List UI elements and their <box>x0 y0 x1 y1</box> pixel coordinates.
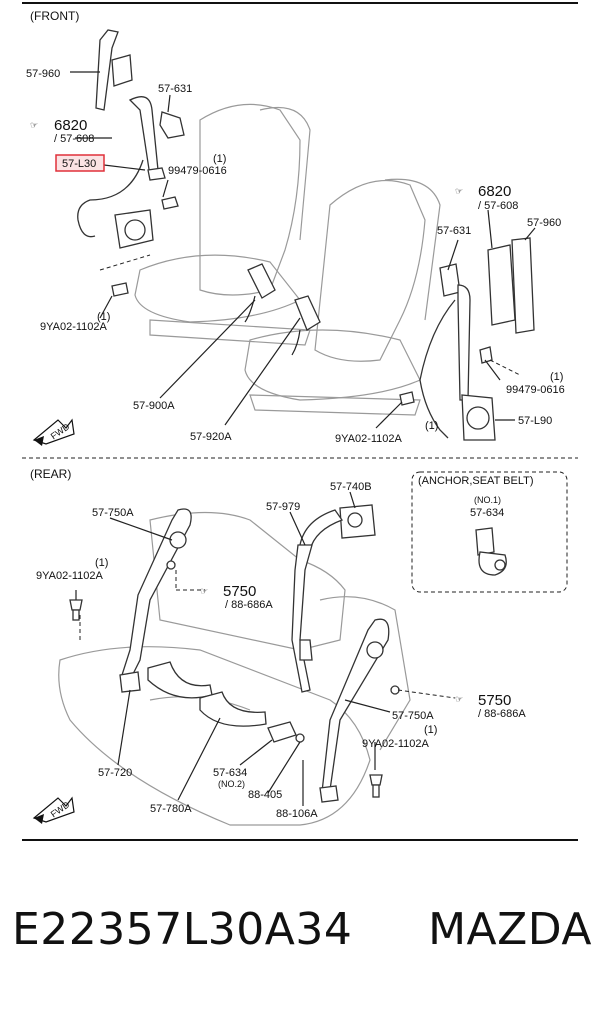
label-qty-1-b: (1) <box>97 311 110 323</box>
label-57-631-right: 57-631 <box>437 225 471 237</box>
label-88-405: 88-405 <box>248 789 282 801</box>
fwd-arrow-icon-front: FWD <box>32 418 75 446</box>
label-57-979: 57-979 <box>266 501 300 513</box>
label-57-634-rear: 57-634 <box>213 767 247 779</box>
anchor-inset <box>411 471 568 593</box>
rear-bolt-left <box>69 599 83 621</box>
label-88-686a-right: / 88-686A <box>478 708 526 720</box>
part-number: E22357L30A34 <box>12 904 353 955</box>
label-57-l90: 57-L90 <box>518 415 552 427</box>
label-6820-right: 6820 <box>478 183 511 200</box>
front-left-belt-assembly <box>77 29 185 297</box>
label-9ya02-1102a-right: 9YA02-1102A <box>335 433 403 445</box>
label-57-750a-top: 57-750A <box>92 507 134 519</box>
label-qty-1-d: (1) <box>425 420 438 432</box>
front-seat-left-ghost <box>134 103 311 346</box>
label-57-740b: 57-740B <box>330 481 372 493</box>
rear-bolt-right <box>369 774 383 798</box>
label-57-750a-right: 57-750A <box>392 710 434 722</box>
front-leader-lines <box>70 71 536 429</box>
front-section-title: (FRONT) <box>30 9 79 23</box>
label-57-960-left: 57-960 <box>26 68 60 80</box>
label-no1: (NO.1) <box>474 495 501 505</box>
label-57-l30: 57-L30 <box>62 158 96 170</box>
label-99479-0616-right: 99479-0616 <box>506 384 565 396</box>
rear-buckle-57-720 <box>147 661 213 699</box>
label-57-780a: 57-780A <box>150 803 192 815</box>
rear-anchor-57-634-no2 <box>267 721 305 743</box>
rear-center-belt-assembly <box>291 504 376 693</box>
label-anchor-seat-belt: (ANCHOR,SEAT BELT) <box>418 475 534 487</box>
label-57-720: 57-720 <box>98 767 132 779</box>
label-57-634-anchor: 57-634 <box>470 507 504 519</box>
rear-leader-lines <box>75 491 456 806</box>
front-buckle-900a <box>244 263 276 323</box>
rear-buckle-57-780a <box>199 691 267 727</box>
brand-name: MAZDA <box>428 904 592 955</box>
label-88-106a: 88-106A <box>276 808 318 820</box>
finger-icon-rear-right: ☞ <box>455 694 463 704</box>
label-9ya02-1102a-left: 9YA02-1102A <box>40 321 108 333</box>
label-qty-1-f: (1) <box>424 724 437 736</box>
label-57-631-left: 57-631 <box>158 83 192 95</box>
front-seat-right-ghost <box>244 178 441 416</box>
label-99479-0616-left: 99479-0616 <box>168 165 227 177</box>
finger-icon-left: ☞ <box>30 120 38 130</box>
caption: E22357L30A34 MAZDA <box>12 904 592 955</box>
front-buckle-920a <box>291 295 321 356</box>
fwd-arrow-icon-rear: FWD <box>32 796 75 824</box>
rear-section-title: (REAR) <box>30 467 71 481</box>
label-57-920a: 57-920A <box>190 431 232 443</box>
front-right-belt-assembly <box>399 237 535 441</box>
label-5750-left: 5750 <box>223 583 256 600</box>
label-88-686a-left: / 88-686A <box>225 599 273 611</box>
label-6820-left: 6820 <box>54 117 87 134</box>
label-57-960-right: 57-960 <box>527 217 561 229</box>
label-57-608-left: / 57-608 <box>54 133 94 145</box>
finger-icon-rear-left: ☞ <box>200 586 208 596</box>
label-qty-1-a: (1) <box>213 153 226 165</box>
finger-icon-right: ☞ <box>455 186 463 196</box>
rear-left-belt-assembly <box>119 508 192 693</box>
label-9ya02-1102a-rear-right: 9YA02-1102A <box>362 738 430 750</box>
label-57-900a: 57-900A <box>133 400 175 412</box>
seat-belt-parts-diagram: (FRONT) (REAR) <box>22 2 578 841</box>
label-qty-1-c: (1) <box>550 371 563 383</box>
label-57-608-right: / 57-608 <box>478 200 518 212</box>
label-9ya02-1102a-rear-left: 9YA02-1102A <box>36 570 104 582</box>
highlight-box-57-l30 <box>55 154 105 172</box>
label-qty-1-e: (1) <box>95 557 108 569</box>
label-no2: (NO.2) <box>218 779 245 789</box>
label-5750-right: 5750 <box>478 692 511 709</box>
rear-right-belt-assembly <box>319 618 400 803</box>
